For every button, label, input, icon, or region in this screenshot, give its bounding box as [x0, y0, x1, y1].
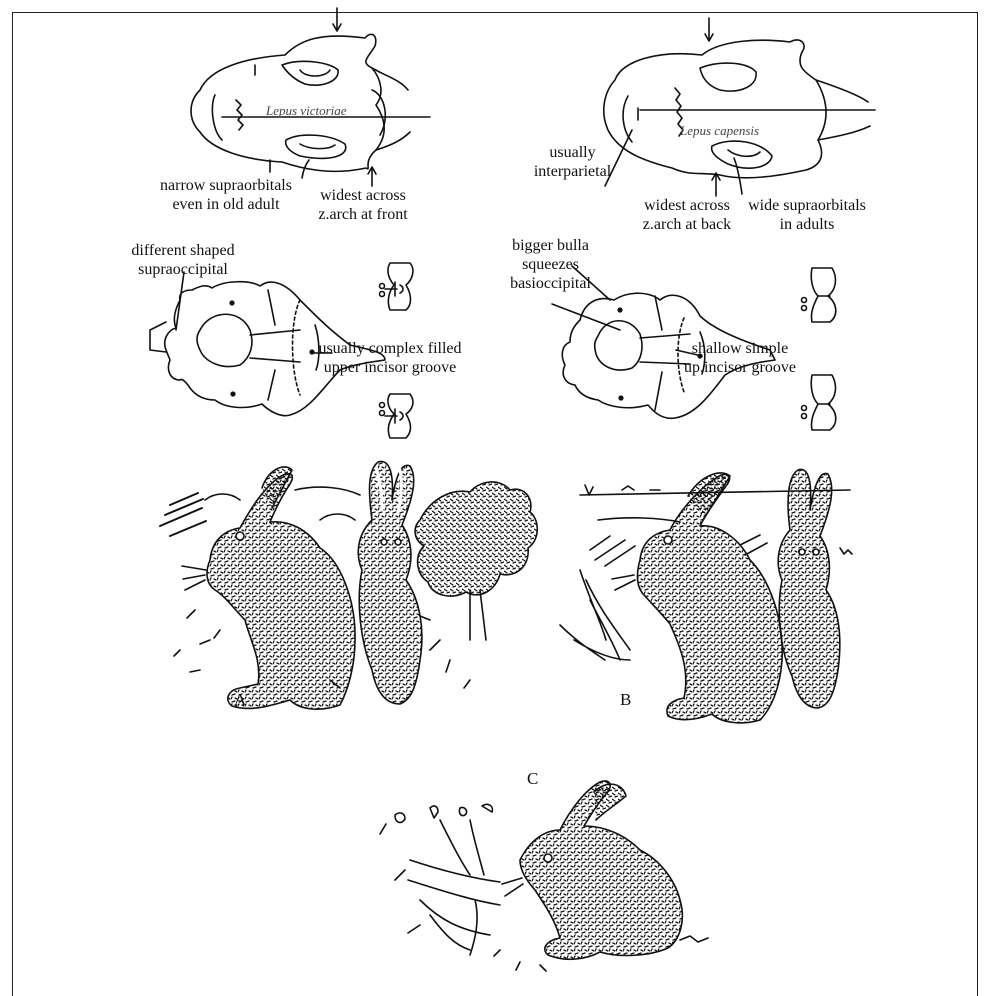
note-line: different shaped — [113, 241, 253, 260]
note-line: usually — [520, 143, 625, 162]
note-line: up.incisor groove — [670, 358, 810, 377]
hare-b — [560, 469, 852, 722]
arrows-a — [302, 8, 376, 186]
note-line: squeezes — [493, 255, 608, 274]
note-line: z.arch at front — [303, 205, 423, 224]
note-bigger-bulla: bigger bulla squeezes basioccipital — [493, 236, 608, 293]
panel-letter-b: B — [620, 690, 631, 710]
note-shallow-incisor-groove: shallow simple up.incisor groove — [670, 339, 810, 377]
note-interparietal: usually interparietal — [520, 143, 625, 181]
note-line: z.arch at back — [632, 215, 742, 234]
note-line: upper incisor groove — [300, 358, 480, 377]
note-wide-supraorbitals: wide supraorbitals in adults — [732, 196, 882, 234]
note-narrow-supraorbitals: narrow supraorbitals even in old adult — [141, 176, 311, 214]
note-line: usually complex filled — [300, 339, 480, 358]
note-line: narrow supraorbitals — [141, 176, 311, 195]
note-line: widest across — [303, 186, 423, 205]
note-line: interparietal — [520, 162, 625, 181]
note-line: widest across — [632, 196, 742, 215]
species-label-capensis: Lepus capensis — [680, 121, 759, 140]
note-line: even in old adult — [141, 195, 311, 214]
species-label-victoriae: Lepus victoriae — [266, 101, 347, 120]
note-line: bigger bulla — [493, 236, 608, 255]
skull-b-dorsal — [604, 40, 875, 178]
panel-letter-c: C — [527, 769, 538, 789]
note-widest-front: widest across z.arch at front — [303, 186, 423, 224]
note-line: shallow simple — [670, 339, 810, 358]
note-supraoccipital: different shaped supraoccipital — [113, 241, 253, 279]
hare-a — [160, 461, 537, 709]
note-complex-incisor-groove: usually complex filled upper incisor gro… — [300, 339, 480, 377]
panel-letter-a: A — [234, 690, 246, 710]
note-line: basioccipital — [493, 274, 608, 293]
note-widest-back: widest across z.arch at back — [632, 196, 742, 234]
note-line: supraoccipital — [113, 260, 253, 279]
note-line: in adults — [732, 215, 882, 234]
note-line: wide supraorbitals — [732, 196, 882, 215]
hare-c — [380, 781, 708, 971]
